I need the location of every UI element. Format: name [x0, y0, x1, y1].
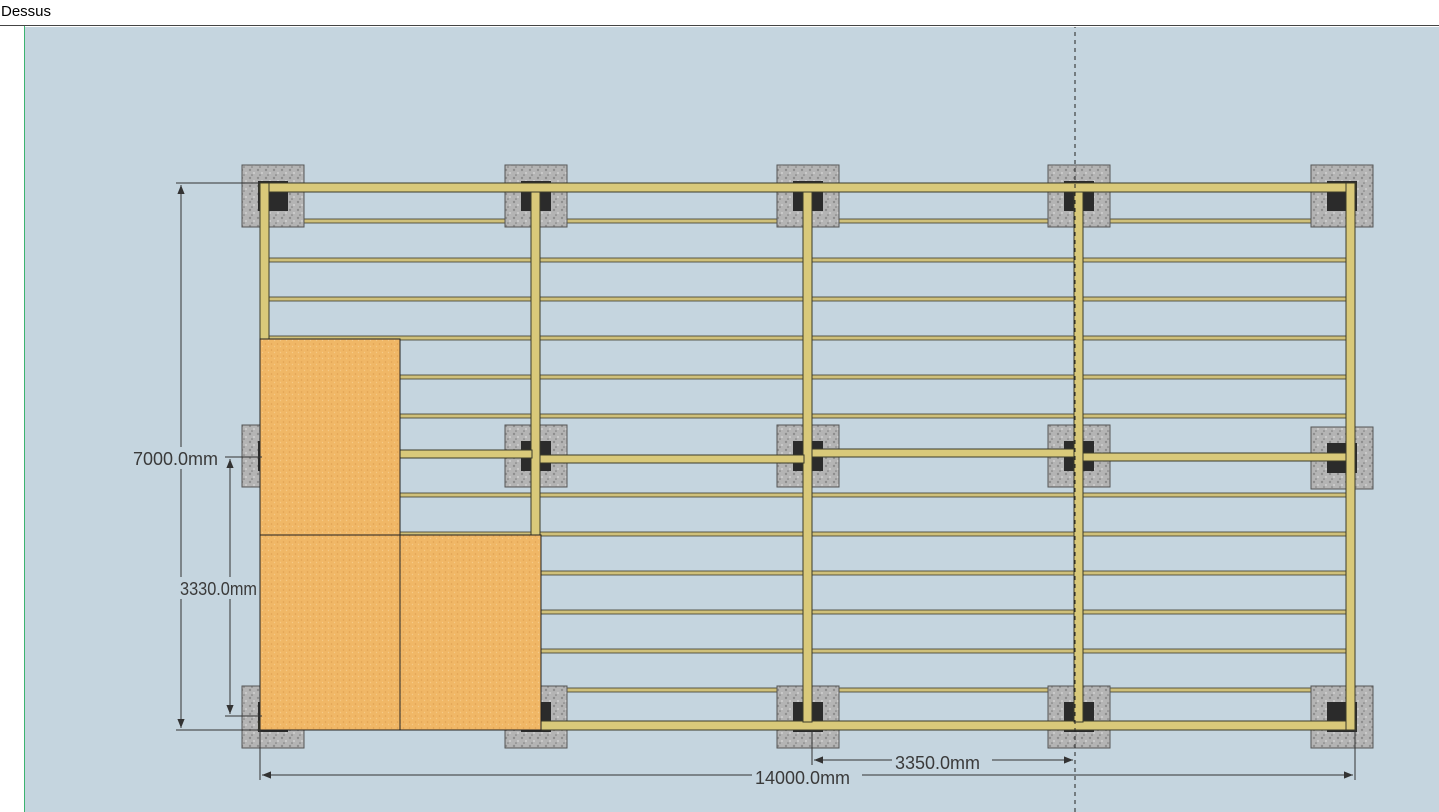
label-backdrop [892, 751, 992, 773]
width-total-label: 14000.0mm [755, 768, 850, 788]
floor-panel [259, 534, 401, 731]
floor-panels [259, 338, 542, 731]
beams [258, 182, 1357, 731]
span-partial-label: 3350.0mm [895, 753, 980, 773]
interior-beam [530, 191, 541, 539]
mid-beam [1082, 452, 1347, 462]
perimeter-beam-right [1345, 182, 1356, 731]
view-name-label: Dessus [1, 3, 52, 20]
label-backdrop [180, 577, 258, 599]
drawing-canvas[interactable]: 7000.0mm 3330.0mm 14000.0mm 3350.0mm [25, 27, 1439, 812]
mid-beam [811, 448, 1075, 458]
mid-beam [399, 449, 533, 459]
mid-beam [539, 454, 805, 464]
view-header-bar [0, 0, 1439, 26]
label-backdrop [133, 447, 225, 469]
floor-panel [399, 534, 542, 731]
left-axis-strip [0, 26, 25, 812]
height-total-label: 7000.0mm [133, 449, 218, 469]
dimension-labels: 7000.0mm 3330.0mm 14000.0mm 3350.0mm [133, 447, 992, 788]
label-backdrop [752, 766, 862, 788]
floor-panel [259, 338, 401, 536]
perimeter-beam-top [258, 182, 1357, 193]
top-view-drawing[interactable]: 7000.0mm 3330.0mm 14000.0mm 3350.0mm [25, 27, 1439, 812]
height-partial-label: 3330.0mm [180, 579, 257, 599]
